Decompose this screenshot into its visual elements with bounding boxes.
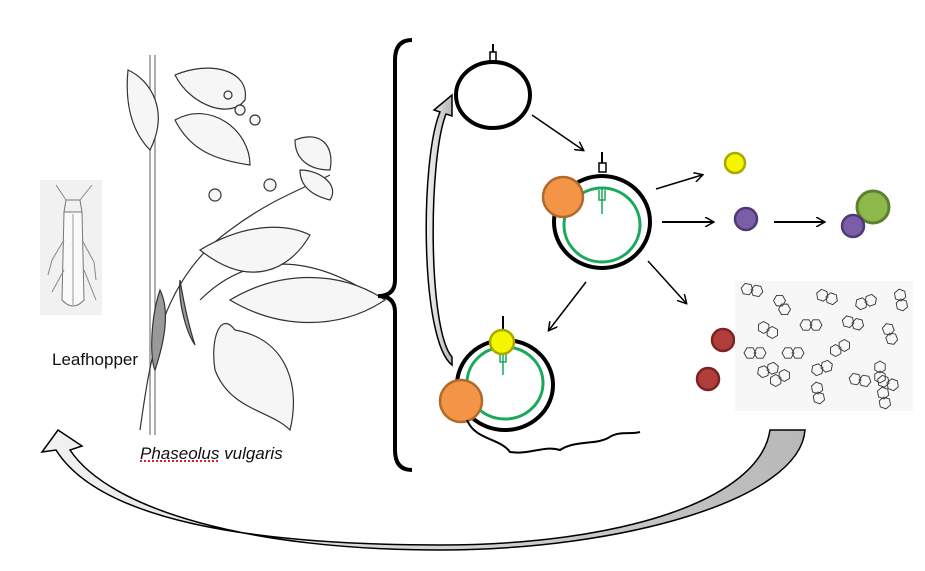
virion-icon	[811, 359, 833, 377]
infected-cell-with-particle	[438, 316, 641, 454]
leafhopper-illustration	[40, 180, 102, 315]
virion-icon	[772, 295, 792, 315]
plant-genus: Phaseolus	[140, 444, 220, 463]
red-protein	[695, 366, 721, 392]
yellow-protein	[723, 151, 747, 175]
virion-icon	[816, 288, 838, 306]
virion-icon	[743, 347, 767, 359]
leafhopper-label: Leafhopper	[52, 350, 139, 369]
virion-icon	[881, 323, 899, 345]
virion-icon	[799, 319, 823, 331]
green-host-factor	[855, 189, 891, 225]
virion-icon	[848, 373, 872, 387]
virion-icon	[740, 283, 764, 297]
plant-species: vulgaris	[224, 444, 283, 463]
plant-species-label: Phaseolus vulgaris	[140, 444, 283, 464]
phaseolus-plant-illustration	[126, 55, 387, 435]
virion-icon	[877, 374, 899, 392]
purple-protein	[733, 206, 759, 232]
virion-icon	[811, 381, 825, 405]
virion-icon	[830, 338, 850, 358]
virion-icon	[877, 386, 891, 410]
virion-icon	[781, 347, 805, 359]
red-protein	[710, 327, 736, 353]
curly-brace	[377, 38, 413, 472]
virion-icon	[841, 315, 865, 331]
uninfected-cell	[454, 44, 532, 130]
virion-icon	[894, 288, 908, 312]
transmission-arrow	[40, 428, 806, 551]
virion-icon	[758, 320, 778, 340]
virus-particles-panel	[735, 281, 913, 411]
return-arrow	[425, 93, 453, 367]
infected-cell	[541, 152, 652, 270]
virion-icon	[874, 360, 886, 384]
virion-icon	[770, 368, 790, 388]
purple-protein-bound	[840, 213, 866, 239]
process-arrows	[531, 114, 824, 330]
virion-icon	[757, 361, 779, 379]
virion-icon	[855, 293, 877, 311]
